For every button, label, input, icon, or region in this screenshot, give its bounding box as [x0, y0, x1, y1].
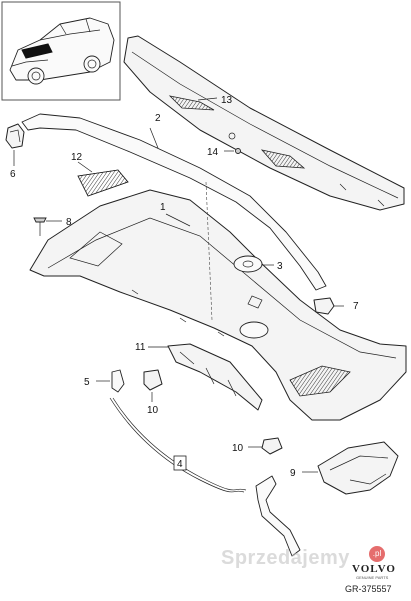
part-13-cowl-strip [123, 35, 405, 211]
callout-8: 8 [66, 217, 72, 228]
callout-1: 1 [160, 202, 166, 213]
callout-2: 2 [155, 113, 161, 124]
callout-10-lower: 10 [232, 443, 244, 454]
part-1-cowl-panel [29, 181, 407, 421]
lower-seal-strip [255, 475, 301, 557]
watermark-text: Sprzedajemy [221, 547, 350, 569]
part-8-push-clip [33, 217, 62, 236]
callout-10-upper: 10 [147, 405, 159, 416]
callout-13: 13 [221, 95, 233, 106]
vehicle-inset [1, 1, 121, 101]
part-9-bracket [302, 441, 399, 495]
callout-6: 6 [10, 169, 16, 180]
diagram-reference: GR-375557 [345, 584, 392, 594]
part-2-seal-strip [21, 113, 327, 291]
callout-5: 5 [84, 377, 90, 388]
watermark-badge: .pl [369, 546, 385, 562]
brand-subtitle: GENUINE PARTS [356, 575, 389, 580]
part-10-clip-upper [143, 369, 163, 402]
part-11-bracket-rail [148, 343, 263, 411]
callout-4-box: 4 [173, 455, 187, 471]
part-12-grille [77, 161, 129, 197]
callout-7: 7 [353, 301, 359, 312]
callout-11: 11 [135, 342, 146, 353]
part-14-clip [224, 148, 241, 154]
callout-14: 14 [207, 147, 219, 158]
part-3-grommet [233, 255, 274, 273]
part-7-bracket [313, 297, 344, 315]
callout-9: 9 [290, 468, 296, 479]
part-5-clip [96, 369, 125, 393]
part-6-end-cap [5, 123, 25, 166]
callout-3: 3 [277, 261, 283, 272]
part-10-clip-lower [248, 437, 283, 455]
callout-4: 4 [177, 459, 183, 470]
callout-12: 12 [71, 152, 83, 163]
brand-logo: VOLVO [352, 563, 396, 575]
part-4-cable [109, 397, 247, 493]
